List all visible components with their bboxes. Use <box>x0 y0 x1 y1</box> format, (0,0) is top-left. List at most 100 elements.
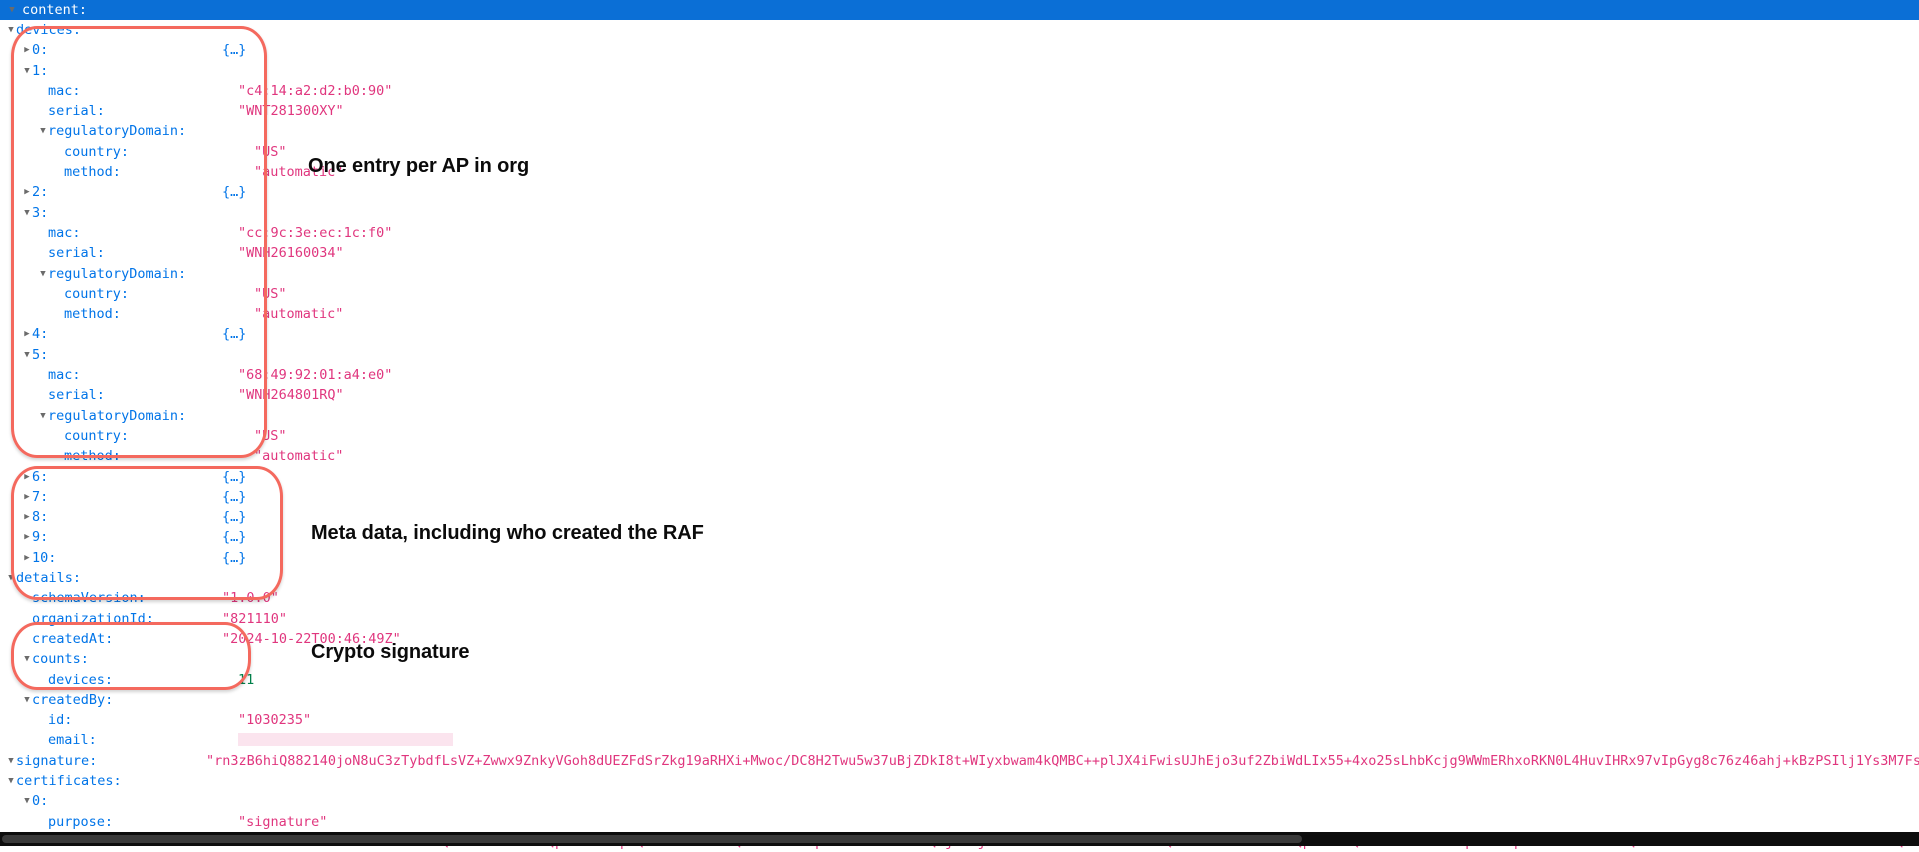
json-value-cell: "WNH26160034" <box>238 243 344 263</box>
json-key: country: <box>64 285 130 302</box>
chevron-down-icon[interactable]: ▼ <box>8 775 14 786</box>
chevron-down-icon[interactable]: ▼ <box>40 410 46 421</box>
json-row[interactable]: ▶6:{…} <box>0 467 1919 487</box>
json-row[interactable]: mac:"c4:14:a2:d2:b0:90" <box>0 81 1919 101</box>
json-row-label-cell: country: <box>0 142 254 162</box>
chevron-right-icon[interactable]: ▶ <box>24 471 30 482</box>
json-row-label-cell: ▼regulatoryDomain: <box>0 121 238 141</box>
json-row[interactable]: organizationId:"821110" <box>0 609 1919 629</box>
json-key: country: <box>64 427 130 444</box>
chevron-down-icon[interactable]: ▼ <box>8 573 14 584</box>
json-value: "signature" <box>238 813 328 830</box>
json-key: details: <box>16 570 82 587</box>
json-row[interactable]: ▶4:{…} <box>0 324 1919 344</box>
json-value-cell: {…} <box>222 527 246 547</box>
json-row[interactable]: ▼certificates: <box>0 771 1919 791</box>
json-row-label-cell: createdAt: <box>0 629 222 649</box>
json-value[interactable]: {…} <box>222 529 247 546</box>
json-row[interactable]: ▶0: {…} <box>0 40 1919 60</box>
json-row[interactable]: ▶9:{…} <box>0 527 1919 547</box>
json-row[interactable]: ▶10: {…} <box>0 548 1919 568</box>
json-row[interactable]: ▶2: {…} <box>0 182 1919 202</box>
json-row[interactable]: ▶7:{…} <box>0 487 1919 507</box>
json-row[interactable]: ▼signature:"rn3zB6hiQ882140joN8uC3zTybdf… <box>0 751 1919 771</box>
chevron-down-icon[interactable]: ▼ <box>8 25 14 35</box>
json-row[interactable]: serial: "WNH26160034" <box>0 243 1919 263</box>
json-row[interactable]: id:"1030235" <box>0 710 1919 730</box>
json-row[interactable]: ▼regulatoryDomain: <box>0 121 1919 141</box>
json-row[interactable]: ▼counts: <box>0 649 1919 669</box>
json-row[interactable]: country:"US" <box>0 284 1919 304</box>
chevron-down-icon[interactable]: ▼ <box>24 654 30 665</box>
json-value: "WNT281300XY" <box>238 103 344 120</box>
json-value[interactable]: {…} <box>222 326 247 343</box>
json-value: "US" <box>254 427 287 444</box>
json-row[interactable]: mac:"cc:9c:3e:ec:1c:f0" <box>0 223 1919 243</box>
json-row[interactable]: ▼5: <box>0 345 1919 365</box>
json-row[interactable]: email: <box>0 730 1919 750</box>
json-row[interactable]: method:"automatic" <box>0 162 1919 182</box>
json-row-label-cell: method: <box>0 304 254 324</box>
json-value[interactable]: {…} <box>222 509 247 526</box>
json-row[interactable]: ▼details: <box>0 568 1919 588</box>
json-row[interactable]: country:"US" <box>0 142 1919 162</box>
json-row[interactable]: schemaVersion:"1.0.0" <box>0 588 1919 608</box>
json-row[interactable]: ▼1: <box>0 61 1919 81</box>
horizontal-scrollbar[interactable] <box>0 832 1919 846</box>
chevron-down-icon[interactable]: ▼ <box>24 349 30 360</box>
json-key: 2: <box>32 184 49 201</box>
json-value[interactable]: {…} <box>222 468 247 485</box>
chevron-down-icon[interactable]: ▼ <box>24 65 30 76</box>
row-content-root[interactable]: ▼ content: <box>0 0 1919 20</box>
json-row[interactable]: ▼3: <box>0 203 1919 223</box>
json-key: 10: <box>32 549 57 566</box>
json-row-label-cell: ▶9: <box>0 527 222 547</box>
chevron-right-icon[interactable]: ▶ <box>24 532 30 543</box>
chevron-right-icon[interactable]: ▶ <box>24 491 30 502</box>
json-row[interactable]: devices:11 <box>0 670 1919 690</box>
json-value[interactable]: {…} <box>222 42 247 59</box>
chevron-right-icon[interactable]: ▶ <box>24 512 30 523</box>
json-value[interactable]: {…} <box>222 184 247 201</box>
json-value[interactable]: {…} <box>222 488 247 505</box>
json-value: "821110" <box>222 610 288 627</box>
chevron-down-icon[interactable]: ▼ <box>40 268 46 279</box>
json-tree[interactable]: ▼devices:▶0:{…}▼1:mac:"c4:14:a2:d2:b0:90… <box>0 20 1919 852</box>
json-row-label-cell: serial: <box>0 385 238 405</box>
json-row[interactable]: method:"automatic" <box>0 446 1919 466</box>
json-row[interactable]: mac:"68:49:92:01:a4:e0" <box>0 365 1919 385</box>
json-row[interactable]: serial:"WNH264801RQ" <box>0 385 1919 405</box>
chevron-down-icon[interactable]: ▼ <box>9 4 15 15</box>
json-value: "rn3zB6hiQ882140joN8uC3zTybdfLsVZ+Zwwx9Z… <box>206 752 1919 769</box>
json-key: serial: <box>48 245 105 262</box>
json-row[interactable]: createdAt:"2024-10-22T00:46:49Z" <box>0 629 1919 649</box>
json-key: 0: <box>32 42 49 59</box>
json-row[interactable]: ▶8:{…} <box>0 507 1919 527</box>
chevron-down-icon[interactable]: ▼ <box>8 755 14 766</box>
json-row-label-cell: country: <box>0 284 254 304</box>
chevron-right-icon[interactable]: ▶ <box>24 552 30 563</box>
json-row[interactable]: ▼regulatoryDomain: <box>0 264 1919 284</box>
chevron-right-icon[interactable]: ▶ <box>24 187 30 198</box>
chevron-down-icon[interactable]: ▼ <box>24 694 30 705</box>
json-row-label-cell: id: <box>0 710 238 730</box>
json-key: createdAt: <box>32 630 114 647</box>
json-row[interactable]: country: "US" <box>0 426 1919 446</box>
chevron-down-icon[interactable]: ▼ <box>40 126 46 137</box>
json-row[interactable]: ▼createdBy: <box>0 690 1919 710</box>
json-row[interactable]: method:"automatic" <box>0 304 1919 324</box>
json-row[interactable]: serial:"WNT281300XY" <box>0 101 1919 121</box>
json-row-label-cell: ▼certificates: <box>0 771 206 791</box>
json-value[interactable]: {…} <box>222 549 247 566</box>
horizontal-scrollbar-thumb[interactable] <box>2 835 1302 843</box>
chevron-down-icon[interactable]: ▼ <box>24 796 30 807</box>
chevron-right-icon[interactable]: ▶ <box>24 45 30 56</box>
json-row[interactable]: purpose:"signature" <box>0 812 1919 832</box>
json-key: method: <box>64 448 121 465</box>
chevron-down-icon[interactable]: ▼ <box>24 207 30 218</box>
json-row[interactable]: ▼regulatoryDomain: <box>0 406 1919 426</box>
json-key: counts: <box>32 651 89 668</box>
chevron-right-icon[interactable]: ▶ <box>24 329 30 340</box>
json-row[interactable]: ▼0: <box>0 791 1919 811</box>
json-row[interactable]: ▼devices: <box>0 20 1919 40</box>
